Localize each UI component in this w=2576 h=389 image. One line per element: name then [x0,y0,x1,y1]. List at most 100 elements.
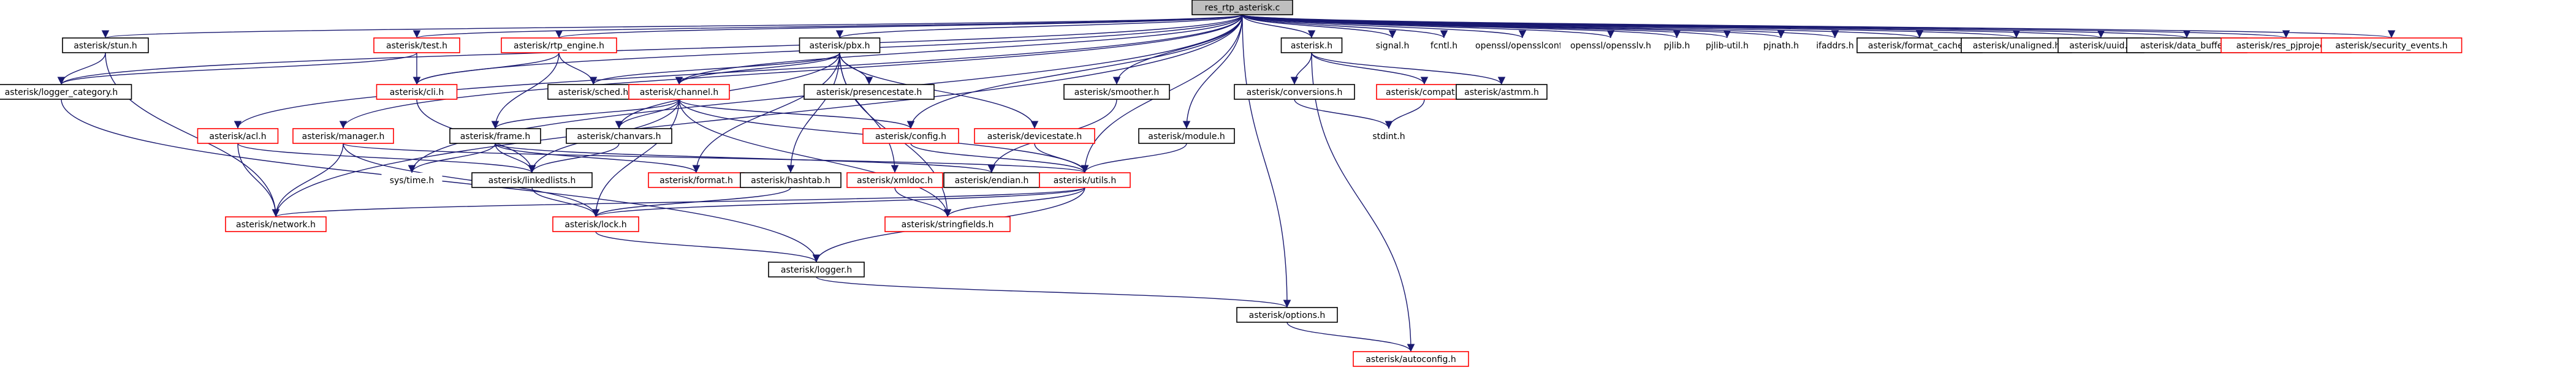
node-channel[interactable]: asterisk/channel.h [628,84,730,100]
edge-stun-to-logger-category [57,52,106,85]
node-cli[interactable]: asterisk/cli.h [376,84,458,100]
node-label: asterisk/channel.h [640,88,718,97]
node-endian[interactable]: asterisk/endian.h [943,172,1040,188]
node-label: asterisk/stringfields.h [902,220,994,230]
node-label: asterisk/module.h [1148,132,1225,142]
node-label: asterisk/chanvars.h [577,132,661,142]
node-label: pjnath.h [1763,41,1799,51]
node-box [862,128,959,144]
edge-test-to-logger-category [57,52,417,85]
node-module[interactable]: asterisk/module.h [1138,128,1235,144]
node-pjlib-util[interactable]: pjlib-util.h [1692,38,1763,53]
node-label: asterisk/cli.h [390,88,444,97]
node-format[interactable]: asterisk/format.h [648,172,745,188]
node-label: asterisk/rtp_engine.h [514,41,604,51]
node-asterisk-h[interactable]: asterisk.h [1280,37,1343,53]
node-res-rtp-asterisk[interactable]: res_rtp_asterisk.c [1191,0,1293,15]
node-frame[interactable]: asterisk/frame.h [449,128,541,144]
edge-res-rtp-asterisk-to-opensslconf [1242,14,1526,39]
node-signal[interactable]: signal.h [1367,38,1418,53]
node-test[interactable]: asterisk/test.h [373,37,460,53]
node-fcntl[interactable]: fcntl.h [1421,38,1467,53]
node-label: asterisk/presencestate.h [816,88,922,97]
edge-config-to-utils [910,143,1089,173]
node-lock[interactable]: asterisk/lock.h [552,216,639,232]
node-utils[interactable]: asterisk/utils.h [1039,172,1131,188]
node-xmldoc[interactable]: asterisk/xmldoc.h [846,172,943,188]
node-label: asterisk/format.h [659,176,733,186]
node-box [1191,0,1293,15]
node-autoconfig[interactable]: asterisk/autoconfig.h [1353,351,1469,367]
node-box [62,37,149,53]
edge-pbx-to-xmldoc [839,52,899,173]
edge-asterisk-h-to-compat [1311,52,1429,85]
edge-pbx-to-format [692,52,840,173]
edge-res-rtp-asterisk-to-signal [1242,14,1397,39]
node-box [1063,84,1170,100]
node-box [376,84,458,100]
edge-acl-to-network [237,143,280,217]
edge-res-rtp-asterisk-to-options [1242,14,1291,308]
node-sched[interactable]: asterisk/sched.h [547,84,639,100]
edge-res-rtp-asterisk-to-module [1182,14,1243,129]
node-unaligned[interactable]: asterisk/unaligned.h [1961,37,2072,53]
node-manager[interactable]: asterisk/manager.h [292,128,394,144]
node-label: asterisk/smoother.h [1074,88,1160,97]
edge-res-rtp-asterisk-to-uuid [1242,14,2105,39]
node-conversions[interactable]: asterisk/conversions.h [1234,84,1355,100]
node-devicestate[interactable]: asterisk/devicestate.h [974,128,1095,144]
node-label: openssl/opensslv.h [1570,41,1651,51]
node-presencestate[interactable]: asterisk/presencestate.h [804,84,935,100]
edge-chanvars-to-linkedlists [528,143,620,173]
node-label: asterisk/format_cache.h [1868,41,1971,51]
edge-res-rtp-asterisk-to-channel [675,14,1243,85]
node-box [1456,84,1548,100]
node-label: asterisk/compat.h [1386,88,1463,97]
edge-utils-to-lock [592,187,1085,217]
node-ifaddrs[interactable]: ifaddrs.h [1807,38,1863,53]
node-box [471,172,593,188]
node-pbx[interactable]: asterisk/pbx.h [799,37,881,53]
edge-conversions-to-stdint [1294,99,1393,129]
edge-manager-to-utils [343,143,1089,173]
node-systime[interactable]: sys/time.h [381,173,443,187]
node-options[interactable]: asterisk/options.h [1236,307,1338,323]
node-label: asterisk/xmldoc.h [857,176,933,186]
node-box [1367,38,1418,53]
node-rtp-engine[interactable]: asterisk/rtp_engine.h [501,37,617,53]
edge-compat-to-stdint [1385,99,1425,129]
node-acl[interactable]: asterisk/acl.h [197,128,279,144]
node-astmm[interactable]: asterisk/astmm.h [1456,84,1548,100]
node-label: asterisk/astmm.h [1464,88,1539,97]
edge-res-rtp-asterisk-to-rtp-engine [555,14,1243,39]
edge-channel-to-chanvars [615,99,680,129]
node-box [628,84,730,100]
node-network[interactable]: asterisk/network.h [225,216,327,232]
node-label: asterisk/frame.h [460,132,531,142]
node-opensslv[interactable]: openssl/opensslv.h [1560,38,1661,53]
node-stdint[interactable]: stdint.h [1363,129,1415,143]
node-smoother[interactable]: asterisk/smoother.h [1063,84,1170,100]
node-label: asterisk/test.h [386,41,447,51]
node-security-events[interactable]: asterisk/security_events.h [2320,37,2463,53]
node-label: asterisk/security_events.h [2335,41,2447,51]
node-stringfields[interactable]: asterisk/stringfields.h [884,216,1011,232]
node-logger[interactable]: asterisk/logger.h [768,262,865,278]
edge-asterisk-h-to-autoconfig [1311,52,1415,352]
node-chanvars[interactable]: asterisk/chanvars.h [566,128,672,144]
node-pjnath[interactable]: pjnath.h [1755,38,1807,53]
node-box [1138,128,1235,144]
node-box [1353,351,1469,367]
node-label: asterisk/logger_category.h [5,88,118,97]
node-label: asterisk/res_pjproject.h [2236,41,2336,51]
edge-utils-to-stringfields [943,187,1085,217]
edge-linkedlists-to-lock [531,187,600,217]
node-config[interactable]: asterisk/config.h [862,128,959,144]
node-label: asterisk/hashtab.h [751,176,830,186]
node-label: asterisk.h [1291,41,1332,51]
node-logger-category[interactable]: asterisk/logger_category.h [0,84,132,100]
node-label: asterisk/lock.h [564,220,626,230]
node-stun[interactable]: asterisk/stun.h [62,37,149,53]
node-hashtab[interactable]: asterisk/hashtab.h [740,172,842,188]
node-linkedlists[interactable]: asterisk/linkedlists.h [471,172,593,188]
